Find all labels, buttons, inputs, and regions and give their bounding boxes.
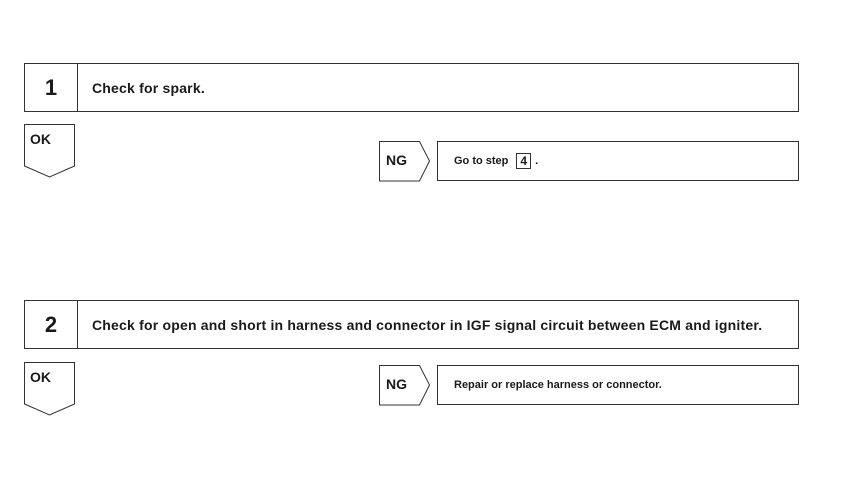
step-1-number: 1 — [25, 64, 78, 111]
step-1-text: Check for spark. — [92, 79, 205, 96]
step-2-ng-result: Repair or replace harness or connector. — [437, 365, 799, 405]
step-1-ng-step-ref: 4 — [516, 153, 532, 169]
step-2-box: 2 Check for open and short in harness an… — [24, 300, 799, 349]
step-2-ng-badge — [379, 365, 431, 406]
step-1-ng-badge — [379, 141, 431, 182]
step-1-ok-badge — [24, 124, 75, 178]
step-2-ng-label: NG — [386, 376, 407, 392]
step-1-ng-label: NG — [386, 152, 407, 168]
step-2-ok-badge — [24, 362, 75, 416]
step-1-ok-label: OK — [30, 131, 51, 147]
step-2-ng-action: Repair or replace harness or connector. — [454, 379, 662, 391]
step-2-text: Check for open and short in harness and … — [92, 316, 763, 333]
step-2-ok-label: OK — [30, 369, 51, 385]
step-1-box: 1 Check for spark. — [24, 63, 799, 112]
step-1-ng-result: Go to step 4 . — [437, 141, 799, 181]
step-2-number: 2 — [25, 301, 78, 348]
step-1-ng-action-suffix: . — [535, 155, 539, 167]
step-1-ng-action-prefix: Go to step — [454, 155, 509, 167]
